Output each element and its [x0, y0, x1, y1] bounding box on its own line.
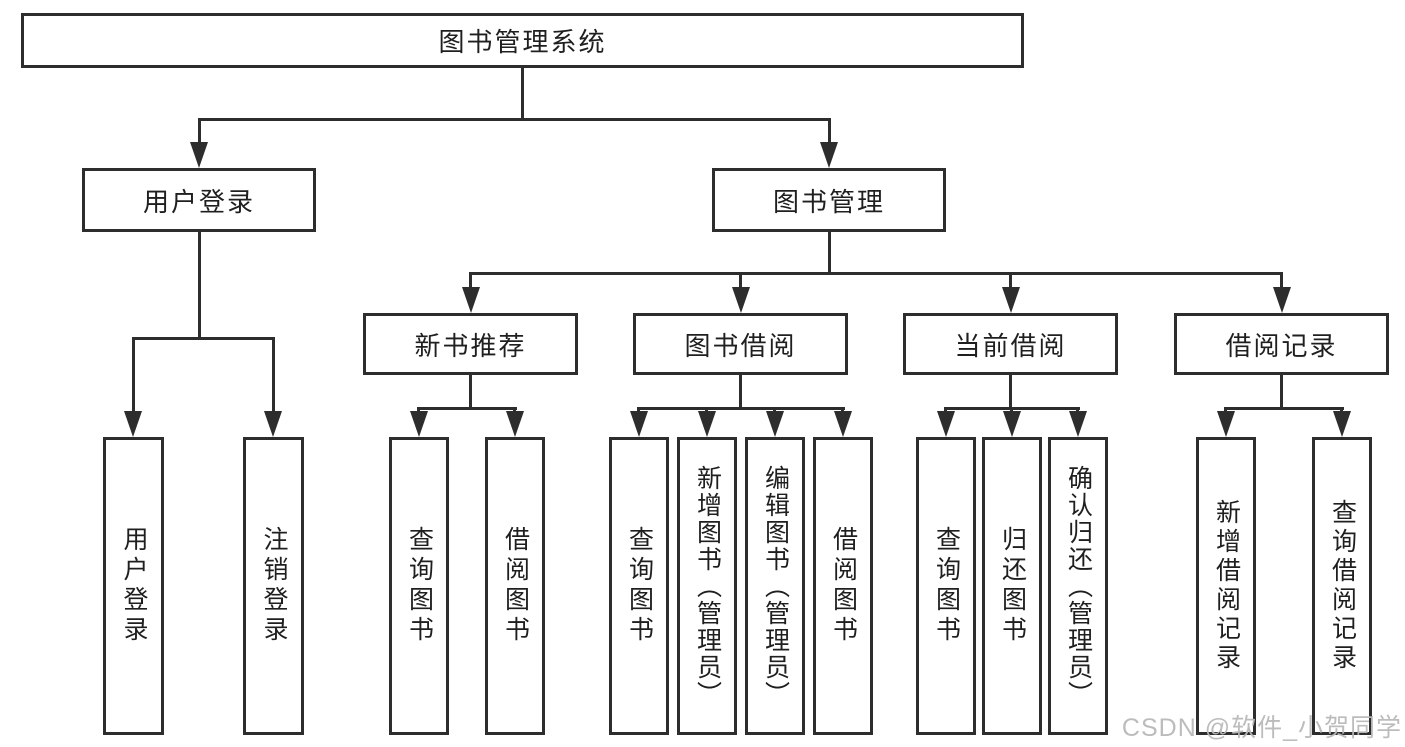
arrow-down-icon	[766, 411, 784, 437]
connector-user-login-bar	[132, 337, 275, 340]
connector-root-stem	[521, 68, 524, 118]
connector-book-management-stem	[828, 232, 831, 272]
connector-stem-leaf	[944, 407, 947, 414]
connector-stem-leaf	[513, 407, 516, 414]
node-new-book-recommend: 新书推荐	[363, 313, 578, 375]
leaf-add-books-admin: 新增图书（管理员）	[677, 437, 737, 735]
csdn-watermark: CSDN @软件_小贺同学	[1121, 714, 1402, 742]
arrow-down-icon	[1069, 411, 1087, 437]
connector-stem-leaf	[1076, 407, 1079, 414]
leaf-label: 归还图书	[998, 526, 1027, 646]
connector-stem-borrow-records	[1280, 272, 1283, 289]
leaf-label: 编辑图书（管理员）	[761, 464, 790, 708]
leaf-query-books-borrow: 查询图书	[609, 437, 669, 735]
arrow-down-icon	[190, 142, 208, 168]
connector-stem-leaf	[132, 337, 135, 413]
connector-book-management-bar	[469, 272, 1283, 275]
leaf-label: 借阅图书	[829, 526, 858, 646]
node-user-login-label: 用户登录	[142, 186, 255, 217]
arrow-down-icon	[410, 411, 428, 437]
arrow-down-icon	[506, 411, 524, 437]
arrow-down-icon	[937, 411, 955, 437]
arrow-down-icon	[834, 411, 852, 437]
node-root: 图书管理系统	[21, 13, 1024, 68]
node-book-borrow-label: 图书借阅	[684, 330, 797, 361]
connector-borrow-records-stem	[1280, 375, 1283, 407]
leaf-confirm-return-admin: 确认归还（管理员）	[1048, 437, 1108, 735]
leaf-label: 查询借阅记录	[1328, 499, 1357, 673]
node-borrow-records: 借阅记录	[1174, 313, 1389, 375]
leaf-query-borrow-record: 查询借阅记录	[1312, 437, 1372, 735]
connector-book-borrow-bar	[638, 407, 845, 410]
connector-user-login-stem	[198, 232, 201, 337]
node-current-borrow-label: 当前借阅	[954, 330, 1067, 361]
leaf-logout: 注销登录	[243, 437, 304, 735]
leaf-label: 新增借阅记录	[1212, 499, 1241, 673]
arrow-down-icon	[732, 287, 750, 313]
connector-stem-leaf	[705, 407, 708, 414]
arrow-down-icon	[462, 287, 480, 313]
node-new-book-recommend-label: 新书推荐	[414, 330, 527, 361]
node-root-label: 图书管理系统	[438, 27, 607, 57]
leaf-return-books: 归还图书	[982, 437, 1042, 735]
connector-book-borrow-stem	[739, 375, 742, 407]
leaf-label: 借阅图书	[501, 526, 530, 646]
leaf-label: 确认归还（管理员）	[1064, 464, 1093, 708]
leaf-label: 查询图书	[405, 526, 434, 646]
node-user-login: 用户登录	[82, 168, 316, 232]
connector-stem-current-borrow	[1009, 272, 1012, 289]
connector-stem-leaf	[1010, 407, 1013, 414]
leaf-label: 查询图书	[625, 526, 654, 646]
connector-stem-leaf	[637, 407, 640, 414]
node-current-borrow: 当前借阅	[903, 313, 1118, 375]
connector-stem-leaf	[1224, 407, 1227, 414]
arrow-down-icon	[820, 142, 838, 168]
leaf-label: 查询图书	[932, 526, 961, 646]
connector-borrow-records-bar	[1225, 407, 1344, 410]
leaf-query-books-recommend: 查询图书	[389, 437, 449, 735]
arrow-down-icon	[1003, 411, 1021, 437]
arrow-down-icon	[1217, 411, 1235, 437]
leaf-user-login-label: 用户登录	[120, 526, 148, 646]
leaf-logout-label: 注销登录	[260, 526, 288, 646]
leaf-borrow-books: 借阅图书	[813, 437, 873, 735]
arrow-down-icon	[1273, 287, 1291, 313]
leaf-add-borrow-record: 新增借阅记录	[1196, 437, 1256, 735]
node-book-management: 图书管理	[712, 168, 946, 232]
arrow-down-icon	[1002, 287, 1020, 313]
arrow-down-icon	[124, 411, 142, 437]
leaf-edit-books-admin: 编辑图书（管理员）	[745, 437, 805, 735]
connector-stem-leaf	[417, 407, 420, 414]
connector-root-bar	[198, 118, 831, 121]
arrow-down-icon	[698, 411, 716, 437]
leaf-user-login: 用户登录	[103, 437, 164, 735]
connector-stem-leaf	[841, 407, 844, 414]
connector-new-book-bar	[418, 407, 517, 410]
arrow-down-icon	[630, 411, 648, 437]
connector-stem-leaf	[272, 337, 275, 413]
connector-new-book-stem	[469, 375, 472, 407]
leaf-borrow-books-recommend: 借阅图书	[485, 437, 545, 735]
connector-current-borrow-stem	[1009, 375, 1012, 407]
arrow-down-icon	[264, 411, 282, 437]
connector-stem-user-login	[198, 118, 201, 144]
node-borrow-records-label: 借阅记录	[1225, 330, 1338, 361]
connector-stem-book-management	[828, 118, 831, 144]
leaf-query-books-current: 查询图书	[916, 437, 976, 735]
arrow-down-icon	[1333, 411, 1351, 437]
connector-stem-book-borrow	[739, 272, 742, 289]
connector-stem-leaf	[1340, 407, 1343, 414]
connector-stem-new-book	[469, 272, 472, 289]
connector-stem-leaf	[773, 407, 776, 414]
node-book-borrow: 图书借阅	[633, 313, 848, 375]
node-book-management-label: 图书管理	[772, 186, 885, 217]
leaf-label: 新增图书（管理员）	[693, 464, 722, 708]
